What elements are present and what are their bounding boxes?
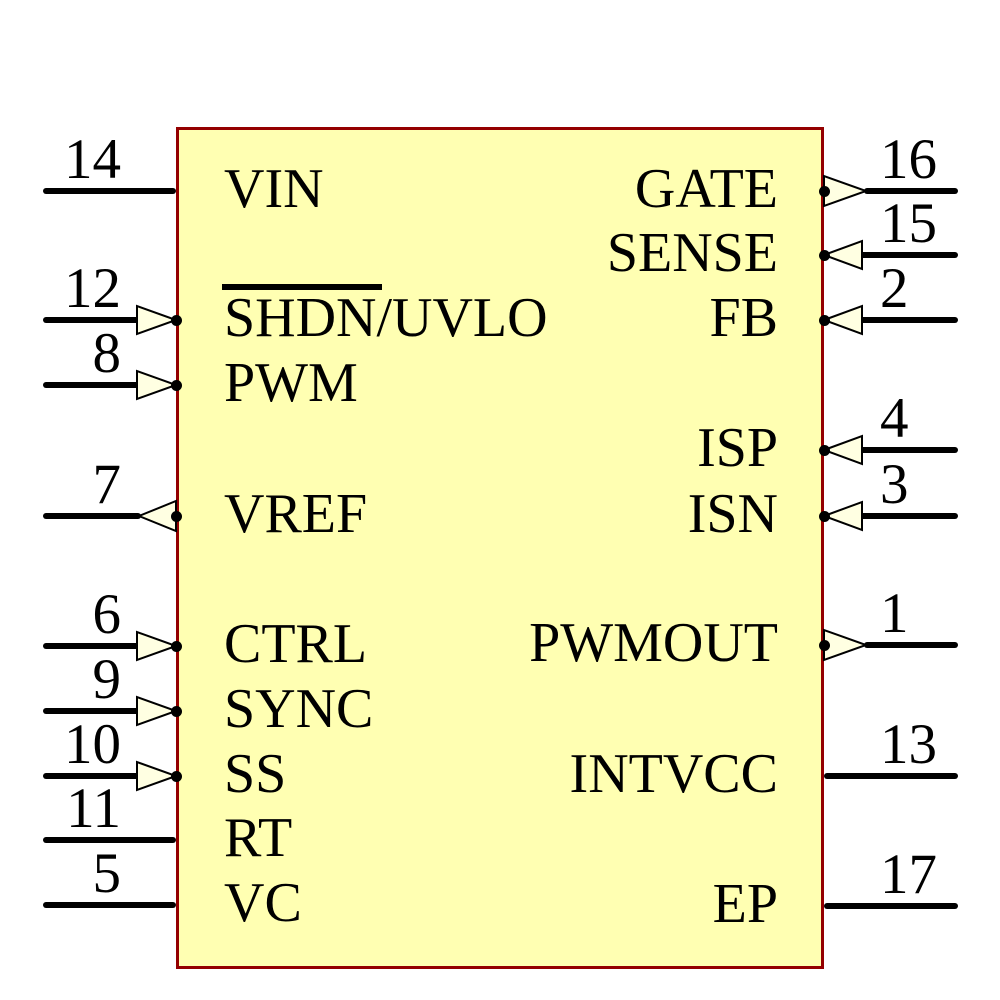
pin-4-label: ISP bbox=[697, 417, 778, 479]
pin-4-input-arrow-icon bbox=[821, 434, 863, 466]
pin-8-number: 8 bbox=[92, 322, 122, 385]
pin-3-wire bbox=[860, 513, 958, 519]
pin-16-number: 16 bbox=[880, 128, 937, 191]
pin-12-input-arrow-icon bbox=[136, 304, 179, 336]
pin-9-number: 9 bbox=[92, 648, 122, 711]
pin-1-junction-dot bbox=[819, 640, 830, 651]
pin-12-junction-dot bbox=[171, 315, 182, 326]
pin-2-label: FB bbox=[709, 287, 779, 349]
pin-4-wire bbox=[860, 447, 958, 453]
pin-4-number: 4 bbox=[880, 387, 909, 450]
pin-9-junction-dot bbox=[171, 706, 182, 717]
pin-14-label: VIN bbox=[224, 158, 324, 220]
pin-13-label: INTVCC bbox=[569, 743, 778, 805]
pin-6-label: CTRL bbox=[224, 613, 368, 675]
pin-1-number: 1 bbox=[880, 582, 909, 645]
pin-8-wire bbox=[43, 382, 140, 388]
pin-1-output-arrow-icon bbox=[823, 628, 869, 662]
pin-17-wire bbox=[824, 903, 958, 909]
pin-3-number: 3 bbox=[880, 453, 909, 516]
pin-16-label: GATE bbox=[634, 158, 778, 220]
pin-14-number: 14 bbox=[64, 128, 121, 191]
overline-text: SHDN bbox=[221, 284, 383, 349]
pin-7-wire bbox=[43, 513, 141, 519]
pin-14-wire bbox=[43, 188, 176, 194]
pin-5-number: 5 bbox=[92, 842, 122, 905]
pin-8-label: PWM bbox=[224, 352, 358, 414]
pin-15-junction-dot bbox=[819, 250, 830, 261]
pin-17-label: EP bbox=[712, 873, 778, 935]
pin-9-label: SYNC bbox=[224, 678, 374, 740]
pin-10-number: 10 bbox=[64, 713, 121, 776]
pin-12-number: 12 bbox=[64, 257, 121, 320]
ic-body bbox=[176, 127, 824, 969]
pin-4-junction-dot bbox=[819, 445, 830, 456]
pin-8-junction-dot bbox=[171, 380, 182, 391]
pin-11-label: RT bbox=[224, 807, 293, 869]
pin-10-input-arrow-icon bbox=[136, 760, 179, 792]
pin-17-number: 17 bbox=[880, 843, 937, 906]
pin-1-wire bbox=[864, 642, 958, 648]
pin-7-number: 7 bbox=[92, 453, 122, 516]
pin-11-number: 11 bbox=[66, 777, 121, 840]
pin-7-junction-dot bbox=[171, 511, 182, 522]
pin-6-input-arrow-icon bbox=[136, 630, 179, 662]
pin-15-number: 15 bbox=[880, 192, 937, 255]
pin-10-label: SS bbox=[224, 743, 287, 805]
pin-10-junction-dot bbox=[171, 771, 182, 782]
pin-9-wire bbox=[43, 708, 140, 714]
pin-10-wire bbox=[43, 773, 140, 779]
pin-1-label: PWMOUT bbox=[529, 612, 778, 674]
pin-2-junction-dot bbox=[819, 315, 830, 326]
pin-2-input-arrow-icon bbox=[821, 304, 863, 336]
pin-9-input-arrow-icon bbox=[136, 695, 179, 727]
pin-3-input-arrow-icon bbox=[821, 500, 863, 532]
pin-3-junction-dot bbox=[819, 511, 830, 522]
pin-16-output-arrow-icon bbox=[823, 174, 869, 208]
pin-2-number: 2 bbox=[880, 257, 909, 320]
pin-6-number: 6 bbox=[92, 583, 122, 646]
pin-2-wire bbox=[860, 317, 958, 323]
pin-6-junction-dot bbox=[171, 641, 182, 652]
pin-13-wire bbox=[824, 773, 958, 779]
pin-8-input-arrow-icon bbox=[136, 369, 179, 401]
pin-12-label: SHDN/UVLO bbox=[221, 284, 548, 349]
pin-16-wire bbox=[864, 188, 958, 194]
pin-15-wire bbox=[860, 252, 958, 258]
pin-12-wire bbox=[43, 317, 140, 323]
pin-6-wire bbox=[43, 643, 140, 649]
pin-7-label: VREF bbox=[224, 483, 368, 545]
pin-15-label: SENSE bbox=[606, 222, 778, 284]
pin-15-input-arrow-icon bbox=[821, 239, 863, 271]
pin-16-junction-dot bbox=[819, 186, 830, 197]
pin-5-wire bbox=[43, 902, 176, 908]
pin-3-label: ISN bbox=[687, 483, 778, 545]
pin-11-wire bbox=[43, 837, 176, 843]
pin-5-label: VC bbox=[224, 872, 302, 934]
pin-13-number: 13 bbox=[880, 713, 937, 776]
